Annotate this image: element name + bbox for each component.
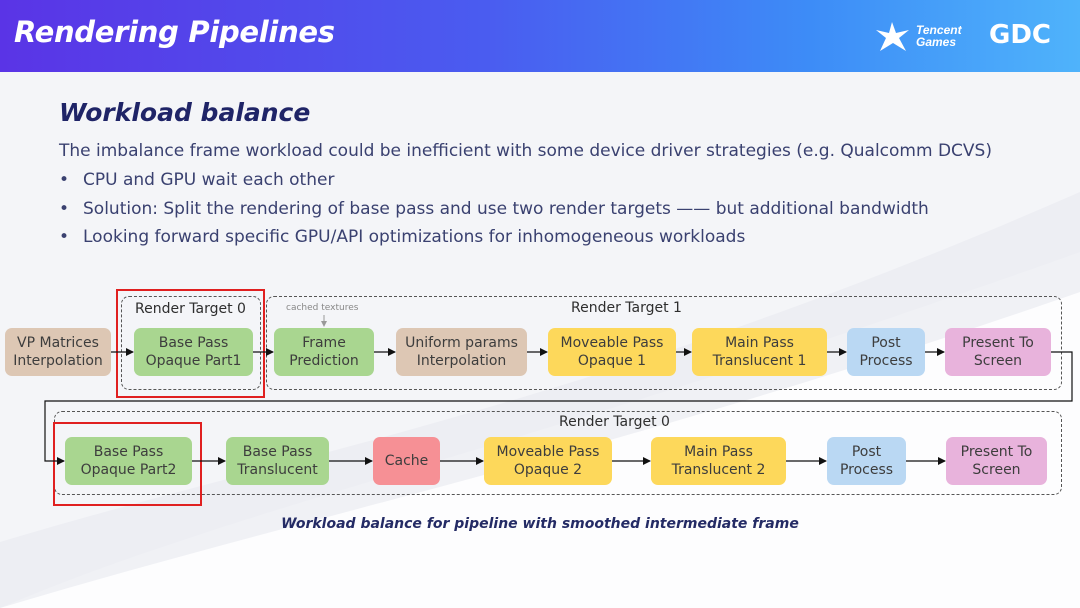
present-to-screen-2-node: Present To Screen (946, 437, 1047, 485)
bullet-item: •CPU and GPU wait each other (59, 170, 335, 190)
vp-matrices-interpolation-node: VP Matrices Interpolation (5, 328, 111, 376)
base-pass-opaque-part2-node: Base Pass Opaque Part2 (65, 437, 192, 485)
moveable-pass-opaque-1-node: Moveable Pass Opaque 1 (548, 328, 676, 376)
main-pass-translucent-2-node: Main Pass Translucent 2 (651, 437, 786, 485)
main-pass-translucent-1-node: Main Pass Translucent 1 (692, 328, 827, 376)
highlight-rect-bottom (53, 422, 202, 506)
render-target-0-label: Render Target 0 (135, 301, 246, 317)
tencent-star-icon (876, 22, 909, 51)
cached-textures-note: cached textures (286, 303, 359, 313)
post-process-1-node: Post Process (847, 328, 925, 376)
slide-title: Rendering Pipelines (14, 15, 335, 49)
moveable-pass-opaque-2-node: Moveable Pass Opaque 2 (484, 437, 612, 485)
cache-node: Cache (373, 437, 440, 485)
section-title: Workload balance (59, 98, 311, 127)
header-bar: Rendering Pipelines Tencent Games GDC (0, 0, 1080, 72)
gdc-logo: GDC (989, 20, 1052, 50)
bullet-item: •Looking forward specific GPU/API optimi… (59, 227, 746, 247)
render-target-0-bottom-label: Render Target 0 (559, 414, 670, 430)
render-target-0-group (121, 296, 261, 390)
render-target-1-group (266, 296, 1062, 390)
post-process-2-node: Post Process (827, 437, 906, 485)
uniform-params-interpolation-node: Uniform params Interpolation (396, 328, 527, 376)
present-to-screen-1-node: Present To Screen (945, 328, 1051, 376)
highlight-rect-top (116, 289, 265, 398)
background-wave (0, 192, 1080, 608)
render-target-1-label: Render Target 1 (571, 300, 682, 316)
diagram-caption: Workload balance for pipeline with smoot… (281, 516, 799, 532)
intro-text: The imbalance frame workload could be in… (59, 141, 992, 161)
tencent-logo-text: Tencent Games (916, 23, 962, 49)
tencent-games-logo: Tencent Games (874, 20, 970, 54)
bullet-item: •Solution: Split the rendering of base p… (59, 199, 929, 219)
base-pass-translucent-node: Base Pass Translucent (226, 437, 329, 485)
base-pass-opaque-part1-node: Base Pass Opaque Part1 (134, 328, 253, 376)
frame-prediction-node: Frame Prediction (274, 328, 374, 376)
